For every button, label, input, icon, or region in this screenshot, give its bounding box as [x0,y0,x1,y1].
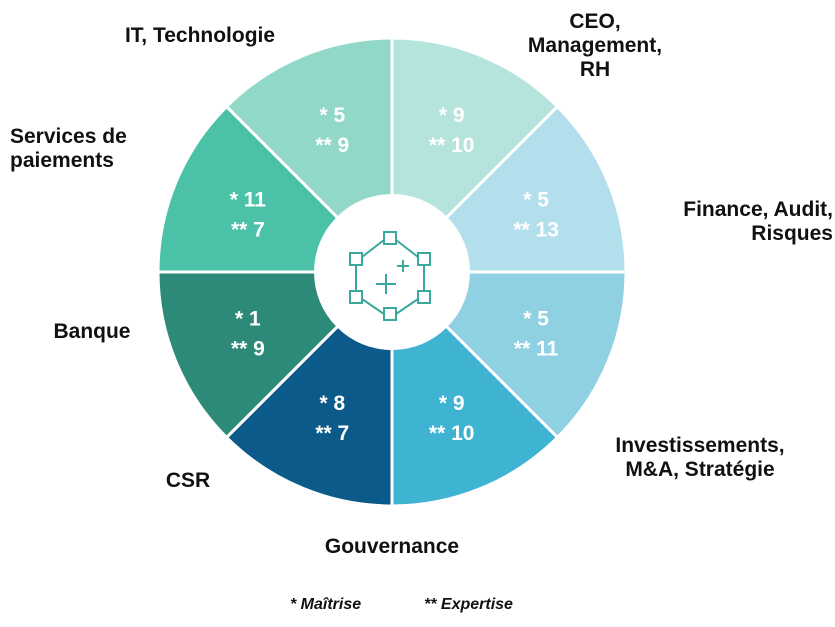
value-label-expertise: ** 11 [514,338,559,361]
value-label-maitrise: * 8 [319,392,345,415]
value-label-maitrise: * 11 [230,188,267,211]
value-label-expertise: ** 13 [513,218,559,241]
category-label-line: CSR [165,469,211,492]
category-label-csr: CSR [148,469,228,493]
value-label-maitrise: * 5 [523,188,549,211]
value-label-expertise: ** 9 [231,338,265,361]
value-label-expertise: ** 7 [231,218,265,241]
category-label-line: Risques [751,222,833,245]
category-label-line: RH [579,58,611,81]
center-disc [314,194,470,350]
category-label-banque: Banque [32,320,152,344]
value-label-expertise: ** 10 [429,134,475,157]
category-label-it-technologie: IT, Technologie [80,24,320,48]
value-label-expertise: ** 9 [315,134,349,157]
network-plus-icon [349,231,431,321]
category-label-line: Gouvernance [324,535,460,558]
legend-expertise: ** Expertise [424,596,513,613]
category-label-line: M&A, Stratégie [625,458,775,481]
category-label-line: Banque [53,320,131,343]
category-label-gouvernance: Gouvernance [292,535,492,559]
category-label-line: CEO, [569,10,621,33]
value-label-maitrise: * 5 [319,104,345,127]
category-label-line: Finance, Audit, [683,198,833,221]
category-label-investissements-ma-strategie: Investissements, M&A, Stratégie [580,434,820,482]
value-label-maitrise: * 5 [523,308,549,331]
legend-maitrise: * Maîtrise [290,596,362,613]
category-label-services-de-paiements: Services de paiements [10,125,180,173]
value-label-maitrise: * 9 [439,392,465,415]
value-label-expertise: ** 7 [315,422,349,445]
category-label-ceo-management-rh: CEO, Management, RH [500,10,690,82]
category-label-line: Investissements, [615,434,785,457]
category-label-line: Services de [10,125,127,148]
value-labels: * 9 ** 10 * 5 ** 13 * 5 ** 11 * 9 ** 10 * 8 ** 7 *… [230,104,559,445]
value-label-expertise: ** 10 [429,422,475,445]
category-label-line: Management, [527,34,663,57]
value-label-maitrise: * 1 [235,308,261,331]
category-label-finance-audit-risques: Finance, Audit, Risques [628,198,833,246]
category-label-line: IT, Technologie [124,24,276,47]
category-label-line: paiements [10,149,114,172]
value-label-maitrise: * 9 [439,104,465,127]
